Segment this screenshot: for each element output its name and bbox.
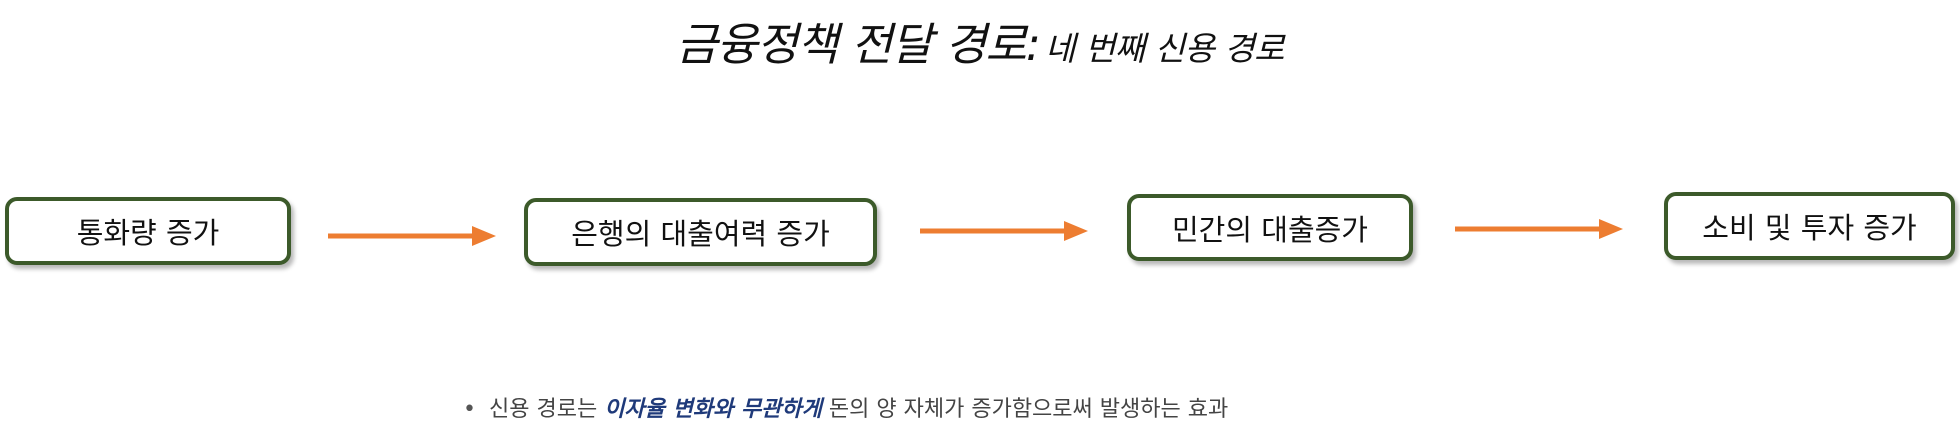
flow-step-label: 소비 및 투자 증가 xyxy=(1702,211,1917,245)
flow-step-money-supply: 통화량 증가 xyxy=(5,197,291,265)
bullet-icon: • xyxy=(463,397,476,422)
page-title: 금융정책 전달 경로: 네 번째 신용 경로 xyxy=(0,8,1960,73)
flow-step-private-lending: 민간의 대출증가 xyxy=(1127,194,1413,261)
credit-channel-note: • 신용 경로는 이자율 변화와 무관하게 돈의 양 자체가 증가함으로써 발생하… xyxy=(463,391,1228,423)
title-main: 금융정책 전달 경로: xyxy=(675,18,1041,71)
flow-step-label: 민간의 대출증가 xyxy=(1172,212,1368,247)
flow-arrow-1 xyxy=(328,226,496,246)
flow-arrow-3 xyxy=(1455,219,1623,239)
flow-step-label: 통화량 증가 xyxy=(76,216,220,250)
flow-step-consumption-investment: 소비 및 투자 증가 xyxy=(1664,192,1955,260)
flow-step-bank-lending-capacity: 은행의 대출여력 증가 xyxy=(524,198,877,266)
flow-arrow-2 xyxy=(920,221,1088,241)
flow-step-label: 은행의 대출여력 증가 xyxy=(571,217,830,251)
note-suffix: 돈의 양 자체가 증가함으로써 발생하는 효과 xyxy=(821,397,1229,422)
title-subtitle: 네 번째 신용 경로 xyxy=(1045,29,1285,68)
note-prefix: 신용 경로는 xyxy=(489,397,605,422)
note-emphasis: 이자율 변화와 무관하게 xyxy=(604,397,822,422)
